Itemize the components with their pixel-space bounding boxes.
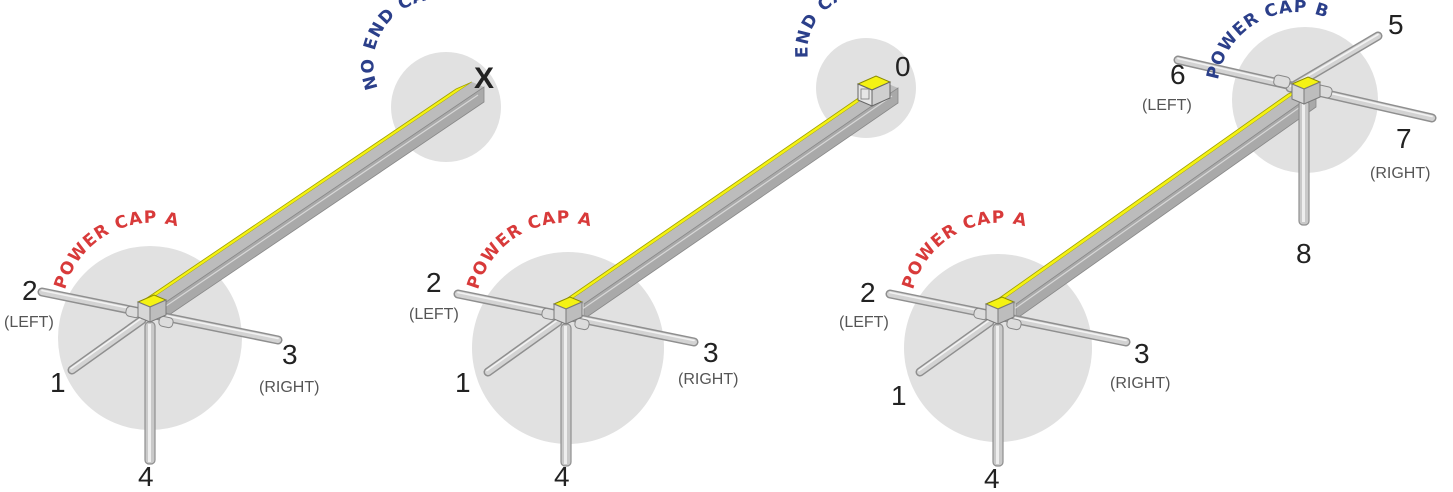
- end-marker-0: 0: [895, 51, 911, 82]
- pin-7-right-label: (RIGHT): [1370, 165, 1430, 182]
- led-strip: [987, 86, 1317, 320]
- pin-6-label: 6: [1170, 59, 1186, 90]
- pin-4-label: 4: [984, 463, 1000, 492]
- pin-3-label: 3: [282, 339, 298, 370]
- pin-7-label: 7: [1396, 123, 1412, 154]
- pin-2-label: 2: [22, 275, 38, 306]
- pin-1-label: 1: [50, 367, 66, 398]
- pin-3-label: 3: [1134, 338, 1150, 369]
- pin-3-right-label: (RIGHT): [259, 379, 319, 396]
- pin-1-label: 1: [891, 380, 907, 411]
- end-marker-x: X: [474, 62, 494, 95]
- pin-3-right-label: (RIGHT): [678, 371, 738, 388]
- led-strip: [137, 81, 485, 318]
- pin-2-left-label: (LEFT): [839, 314, 889, 331]
- pin-2-label: 2: [860, 277, 876, 308]
- pin-2-label: 2: [426, 267, 442, 298]
- pin-8-label: 8: [1296, 238, 1312, 269]
- pin-2-left-label: (LEFT): [4, 314, 54, 331]
- panel-1: POWER CAP A NO END CAP X 2 (LEFT) 1 3 (R…: [4, 0, 501, 492]
- power-cap-b-connector: [1173, 31, 1437, 226]
- pin-3-label: 3: [703, 337, 719, 368]
- panel-3: POWER CAP A POWER CAP B 2 (LEFT) 1 3 (RI…: [839, 0, 1437, 492]
- pin-6-left-label: (LEFT): [1142, 97, 1192, 114]
- pin-4-label: 4: [138, 461, 154, 492]
- led-strip: [555, 82, 899, 320]
- pin-1-label: 1: [455, 367, 471, 398]
- pin-4-label: 4: [554, 461, 570, 492]
- pin-2-left-label: (LEFT): [409, 306, 459, 323]
- pin-3-right-label: (RIGHT): [1110, 375, 1170, 392]
- end-cap-block: [856, 75, 892, 107]
- pin-5-label: 5: [1388, 9, 1404, 40]
